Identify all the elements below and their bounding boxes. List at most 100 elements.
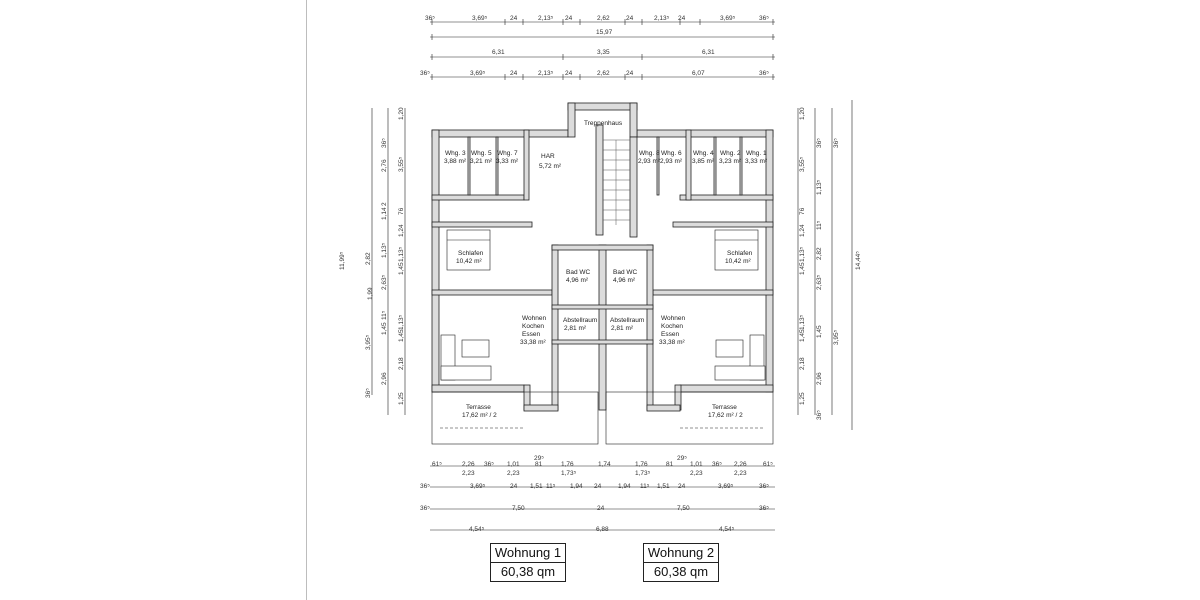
svg-text:1,45: 1,45	[816, 325, 823, 338]
storage-area: 3,33 m²	[496, 158, 519, 165]
svg-text:2: 2	[381, 202, 388, 206]
dim-text: 2,62	[597, 15, 610, 22]
storage-area: 2,93 m²	[638, 158, 661, 165]
room-terrace-left-area: 17,62 m² / 2	[462, 412, 497, 419]
svg-text:1,20: 1,20	[799, 107, 806, 120]
svg-text:36⁵: 36⁵	[833, 138, 840, 148]
unit-box-wohnung-1: Wohnung 1 60,38 qm	[490, 543, 566, 582]
storage-name: Whg. 4	[693, 150, 714, 157]
svg-text:3,55⁵: 3,55⁵	[799, 156, 806, 172]
dim-text: 36⁵	[420, 70, 430, 77]
svg-text:24: 24	[510, 483, 518, 490]
storage-name: Whg. 7	[497, 150, 518, 157]
terraces	[431, 391, 774, 445]
left-dimension-chain: 1,20 3,55⁵ 76 1,24 1,13⁵ 1,45 1,13⁵ 1,45…	[365, 107, 405, 405]
svg-text:29⁵: 29⁵	[677, 455, 687, 462]
svg-text:2,63⁵: 2,63⁵	[381, 274, 388, 290]
svg-text:76: 76	[799, 207, 806, 215]
svg-text:2,96: 2,96	[381, 372, 388, 385]
svg-text:3,69⁵: 3,69⁵	[718, 483, 734, 490]
room-living-right-l3: Essen	[661, 331, 679, 338]
unit-name: Wohnung 1	[491, 544, 565, 563]
svg-text:36⁵: 36⁵	[381, 138, 388, 148]
svg-text:61⁵: 61⁵	[432, 461, 442, 468]
storage-area: 3,21 m²	[470, 158, 493, 165]
room-abst-left-name: Abstellraum	[563, 317, 597, 324]
unit-name: Wohnung 2	[644, 544, 718, 563]
dim-text: 3,69⁵	[720, 15, 736, 22]
svg-text:1,99: 1,99	[367, 287, 374, 300]
room-har-area: 5,72 m²	[539, 163, 562, 170]
unit-box-wohnung-2: Wohnung 2 60,38 qm	[643, 543, 719, 582]
dim-text: 6,31	[492, 49, 505, 56]
svg-text:11⁵: 11⁵	[381, 310, 388, 320]
dim-text: 24	[626, 15, 634, 22]
svg-text:3,95⁵: 3,95⁵	[833, 329, 840, 345]
svg-text:11⁵: 11⁵	[640, 483, 650, 490]
svg-text:36⁵: 36⁵	[816, 410, 823, 420]
dim-text: 3,35	[597, 49, 610, 56]
sheet-border-line	[306, 0, 307, 600]
svg-text:3,95⁵: 3,95⁵	[365, 334, 372, 350]
storage-name: Whg. 1	[746, 150, 767, 157]
svg-text:1,73⁵: 1,73⁵	[635, 470, 651, 477]
svg-text:1,13⁵: 1,13⁵	[799, 246, 806, 262]
svg-text:3,69⁵: 3,69⁵	[470, 483, 486, 490]
svg-text:1,13⁵: 1,13⁵	[398, 314, 405, 330]
storage-area: 3,85 m²	[692, 158, 715, 165]
svg-text:11⁵: 11⁵	[546, 483, 556, 490]
svg-text:2,23: 2,23	[462, 470, 475, 477]
svg-text:1,24: 1,24	[398, 224, 405, 237]
svg-text:1,01: 1,01	[507, 461, 520, 468]
svg-text:24: 24	[678, 483, 686, 490]
svg-text:1,76: 1,76	[561, 461, 574, 468]
storage-area: 3,23 m²	[719, 158, 742, 165]
svg-text:3,55⁵: 3,55⁵	[398, 156, 405, 172]
svg-text:36⁵: 36⁵	[759, 483, 769, 490]
svg-text:1,25: 1,25	[398, 392, 405, 405]
svg-text:1,13⁵: 1,13⁵	[398, 246, 405, 262]
svg-text:36⁵: 36⁵	[484, 461, 494, 468]
svg-text:36⁵: 36⁵	[759, 505, 769, 512]
dim-text: 24	[510, 70, 518, 77]
dim-text: 3,69⁵	[470, 70, 486, 77]
room-abst-right-name: Abstellraum	[610, 317, 644, 324]
storage-name: Whg. 6	[661, 150, 682, 157]
sofas	[440, 334, 766, 381]
svg-text:81: 81	[666, 461, 674, 468]
svg-text:1,01: 1,01	[690, 461, 703, 468]
room-bed-left-area: 10,42 m²	[456, 258, 482, 265]
svg-text:81: 81	[535, 461, 543, 468]
svg-text:36⁵: 36⁵	[816, 138, 823, 148]
storage-name: Whg. 3	[445, 150, 466, 157]
svg-text:76: 76	[398, 207, 405, 215]
svg-text:1,94: 1,94	[570, 483, 583, 490]
room-bath-right-area: 4,96 m²	[613, 277, 636, 284]
room-bed-right-area: 10,42 m²	[725, 258, 751, 265]
storage-area: 2,93 m²	[660, 158, 683, 165]
svg-text:1,73⁵: 1,73⁵	[561, 470, 577, 477]
room-bath-left-name: Bad WC	[566, 269, 591, 276]
room-living-left-l1: Wohnen	[522, 315, 546, 322]
svg-text:1,94: 1,94	[618, 483, 631, 490]
svg-text:1,13⁵: 1,13⁵	[799, 314, 806, 330]
room-bath-right-name: Bad WC	[613, 269, 638, 276]
svg-text:2,23: 2,23	[507, 470, 520, 477]
dim-text: 6,07	[692, 70, 705, 77]
svg-text:2,82: 2,82	[365, 252, 372, 265]
dim-text: 2,13⁵	[538, 15, 554, 22]
room-terrace-left-name: Terrasse	[466, 404, 491, 411]
room-abst-left-area: 2,81 m²	[564, 325, 587, 332]
svg-text:2,23: 2,23	[734, 470, 747, 477]
svg-text:2,76: 2,76	[381, 159, 388, 172]
room-living-right-area: 33,38 m²	[659, 339, 685, 346]
room-living-left-l2: Kochen	[522, 323, 544, 330]
stair-flights	[603, 139, 630, 225]
svg-text:1,45: 1,45	[398, 262, 405, 275]
dim-text: 3,69⁵	[472, 15, 488, 22]
storage-name: Whg. 8	[639, 150, 660, 157]
unit-area: 60,38 qm	[653, 564, 709, 579]
svg-text:1,76: 1,76	[635, 461, 648, 468]
storage-area: 3,88 m²	[444, 158, 467, 165]
